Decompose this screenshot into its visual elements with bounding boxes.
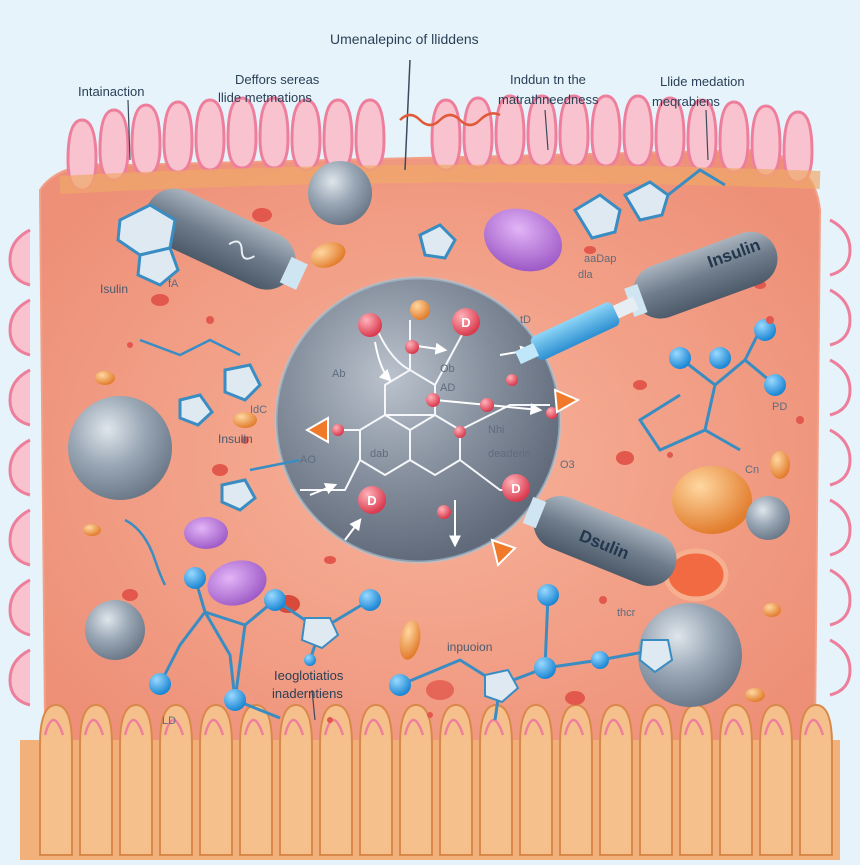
syringe (514, 296, 639, 365)
label-thcr: thcr (617, 607, 636, 619)
label-isulin: Isulin (100, 282, 129, 296)
node-d-bottom: D (367, 493, 376, 508)
label-deffors-2: llide metmations (218, 90, 312, 105)
label-ieoglotiatios: Ieoglotiatios (274, 668, 344, 683)
molecule-top-right (572, 168, 726, 240)
label-o3: O3 (560, 459, 575, 471)
small-dots (127, 316, 804, 723)
sphere-right-small (746, 496, 790, 540)
sphere-top (308, 161, 372, 225)
label-aadap: aaDap (584, 253, 617, 265)
molecule-top-left (116, 203, 180, 287)
bottom-membrane (20, 703, 840, 860)
purple-vesicle-bottom (207, 560, 267, 606)
purple-vesicle-left (184, 517, 228, 549)
orange-arrow-bottom (490, 538, 517, 567)
label-sphere-ab: Ab (332, 368, 346, 380)
label-sphere-ad: AD (440, 382, 456, 394)
label-ld: LD (162, 715, 177, 727)
label-inpuoion: inpuoion (447, 640, 493, 654)
label-llide-2: meqrabiens (652, 94, 720, 109)
top-membrane (66, 94, 814, 192)
right-membrane (829, 218, 852, 697)
central-sphere (276, 278, 560, 562)
label-cn: Cn (745, 464, 760, 476)
label-llide-1: Llide medation (660, 74, 745, 89)
tube-top-right (624, 231, 778, 319)
molecule-bottom-center (389, 584, 674, 721)
diagram-title: Umenalepinc of lliddens (330, 31, 479, 47)
tube-bottom-right (522, 495, 677, 586)
label-inddun-2: matrathneedness (498, 92, 599, 107)
red-nodes (332, 300, 558, 519)
molecule-left-mid (124, 338, 301, 586)
label-inddun-1: Inddun tn the (510, 72, 586, 87)
molecule-right (637, 319, 786, 452)
label-ao: AO (300, 454, 316, 466)
sphere-bottom-left (85, 600, 145, 660)
orange-arrow-left (304, 416, 329, 444)
label-deffors-1: Deffors sereas (235, 72, 320, 87)
label-dla: dla (578, 269, 593, 281)
molecule-top-center (418, 223, 457, 260)
squiggle-line (399, 112, 501, 127)
label-idc: IdC (250, 404, 268, 416)
molecule-bottom-left (149, 567, 381, 720)
label-sphere-ob: Ob (440, 363, 455, 375)
orange-cell-right (672, 466, 752, 534)
label-inaderntiens: inaderntiens (272, 686, 343, 701)
label-pd: PD (772, 401, 788, 413)
label-sphere-td: tD (520, 314, 531, 326)
tube-top-left (145, 188, 308, 290)
sphere-bottom-right (638, 603, 742, 707)
organelles (83, 208, 790, 705)
label-sphere-dab: dab (370, 448, 389, 460)
label-insulin-mid: Insulin (218, 432, 253, 446)
purple-vesicle-top (484, 208, 562, 272)
node-d-right: D (511, 481, 520, 496)
pointer-lines (127, 99, 709, 721)
orange-arrow-right (553, 388, 581, 414)
sphere-left (68, 396, 172, 500)
node-d-top: D (461, 315, 470, 330)
label-fa: fA (168, 278, 179, 290)
label-sphere-deaderin: deaderin (488, 448, 531, 460)
label-intainaction: Intainaction (78, 84, 145, 99)
left-membrane (8, 228, 31, 707)
label-sphere-nhi: Nhi (488, 424, 505, 436)
